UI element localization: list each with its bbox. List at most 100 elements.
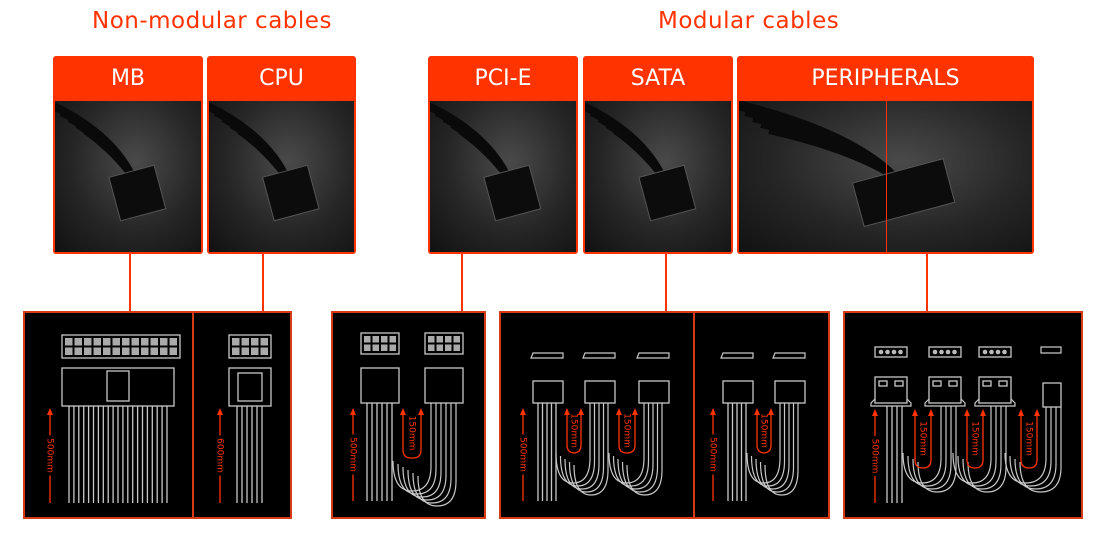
connector-shape — [483, 164, 542, 222]
wire-loop — [568, 403, 605, 493]
pin — [445, 344, 452, 351]
label-bg — [870, 436, 880, 476]
wire-loop — [573, 403, 609, 496]
pin — [103, 338, 111, 346]
arrow-head — [710, 408, 716, 415]
pin — [885, 349, 890, 355]
connector-shape — [851, 158, 956, 228]
molex-top — [928, 346, 962, 358]
arrow-head — [1018, 409, 1024, 416]
pin — [891, 349, 897, 355]
cpu-connector-photo — [209, 101, 354, 252]
molex-flange — [924, 398, 966, 407]
card-label: CPU — [259, 66, 304, 91]
pin — [232, 347, 240, 355]
sata-plug-top — [530, 352, 564, 359]
cable-illustration — [739, 101, 956, 228]
pin — [945, 349, 951, 355]
sata-connector-body — [638, 380, 670, 404]
pin — [232, 338, 240, 346]
connector-shape — [638, 164, 697, 222]
pin — [131, 347, 139, 355]
pin — [372, 336, 379, 343]
wire-loop — [1019, 407, 1062, 493]
pin — [932, 349, 938, 355]
pin — [122, 338, 130, 346]
sata-connector-photo — [585, 101, 731, 252]
label-bg — [45, 435, 55, 476]
pin — [112, 347, 120, 355]
label-bg — [708, 434, 718, 475]
wire-loop — [1009, 407, 1052, 487]
gap-arrow — [566, 414, 582, 454]
latch — [237, 372, 263, 402]
pin — [878, 349, 884, 355]
length-label: 150mm — [918, 421, 928, 456]
pin — [995, 349, 1001, 355]
sata-plug-top — [720, 352, 754, 359]
wire-loop — [617, 403, 654, 490]
label-bg — [215, 435, 225, 476]
card-pcie: PCI-E — [428, 56, 578, 254]
arrow-head — [47, 408, 53, 415]
pin — [381, 336, 388, 343]
pcie-connector-body — [424, 367, 464, 404]
arrow-head — [616, 408, 622, 415]
arrow-head — [564, 408, 570, 415]
wire-loop — [957, 406, 997, 487]
card-label: MB — [110, 66, 146, 91]
wire-loop — [912, 406, 952, 490]
sata-connector-body — [774, 380, 806, 404]
pin — [74, 338, 82, 346]
pin — [160, 338, 168, 346]
cpu-connector-body — [228, 367, 272, 407]
length-label: 150mm — [622, 413, 632, 448]
pin — [112, 338, 120, 346]
molex-flange — [870, 398, 912, 407]
length-label: 500mm — [518, 437, 528, 472]
pin — [428, 344, 435, 351]
pin — [453, 344, 460, 351]
pin — [122, 347, 130, 355]
wire-loop — [417, 403, 457, 507]
mb-connector-body — [61, 367, 175, 407]
card-cpu: CPU — [207, 56, 356, 254]
pin — [898, 349, 903, 355]
wire-loop — [412, 403, 452, 504]
sata-connector-body — [722, 380, 754, 404]
gap-arrow — [756, 414, 772, 454]
pin-header — [424, 332, 464, 355]
pin — [241, 347, 249, 355]
card-label: PERIPHERALS — [811, 66, 960, 91]
pin — [169, 347, 177, 355]
sata-plug-top — [582, 352, 616, 359]
pin-header — [228, 334, 272, 359]
pcie-connector-photo — [430, 101, 576, 252]
wire-loop — [626, 403, 663, 496]
sata-connector-body — [584, 380, 616, 404]
wire-loop — [764, 403, 799, 496]
molex-body — [978, 376, 1012, 404]
gap-arrow — [618, 414, 636, 454]
arrow-head — [520, 408, 526, 415]
pin — [160, 347, 168, 355]
length-label: 500mm — [870, 439, 880, 474]
pin — [93, 338, 101, 346]
wire-loop — [564, 403, 600, 490]
pin — [84, 338, 92, 346]
pin — [65, 338, 73, 346]
non-modular-title: Non-modular cables — [92, 8, 332, 34]
pin — [364, 336, 371, 343]
pin — [436, 344, 443, 351]
pin — [939, 349, 944, 355]
pin — [251, 347, 259, 355]
molex-body — [928, 376, 962, 404]
pin — [169, 338, 177, 346]
pin — [389, 336, 396, 343]
pin — [364, 344, 371, 351]
connector-line — [129, 254, 131, 311]
